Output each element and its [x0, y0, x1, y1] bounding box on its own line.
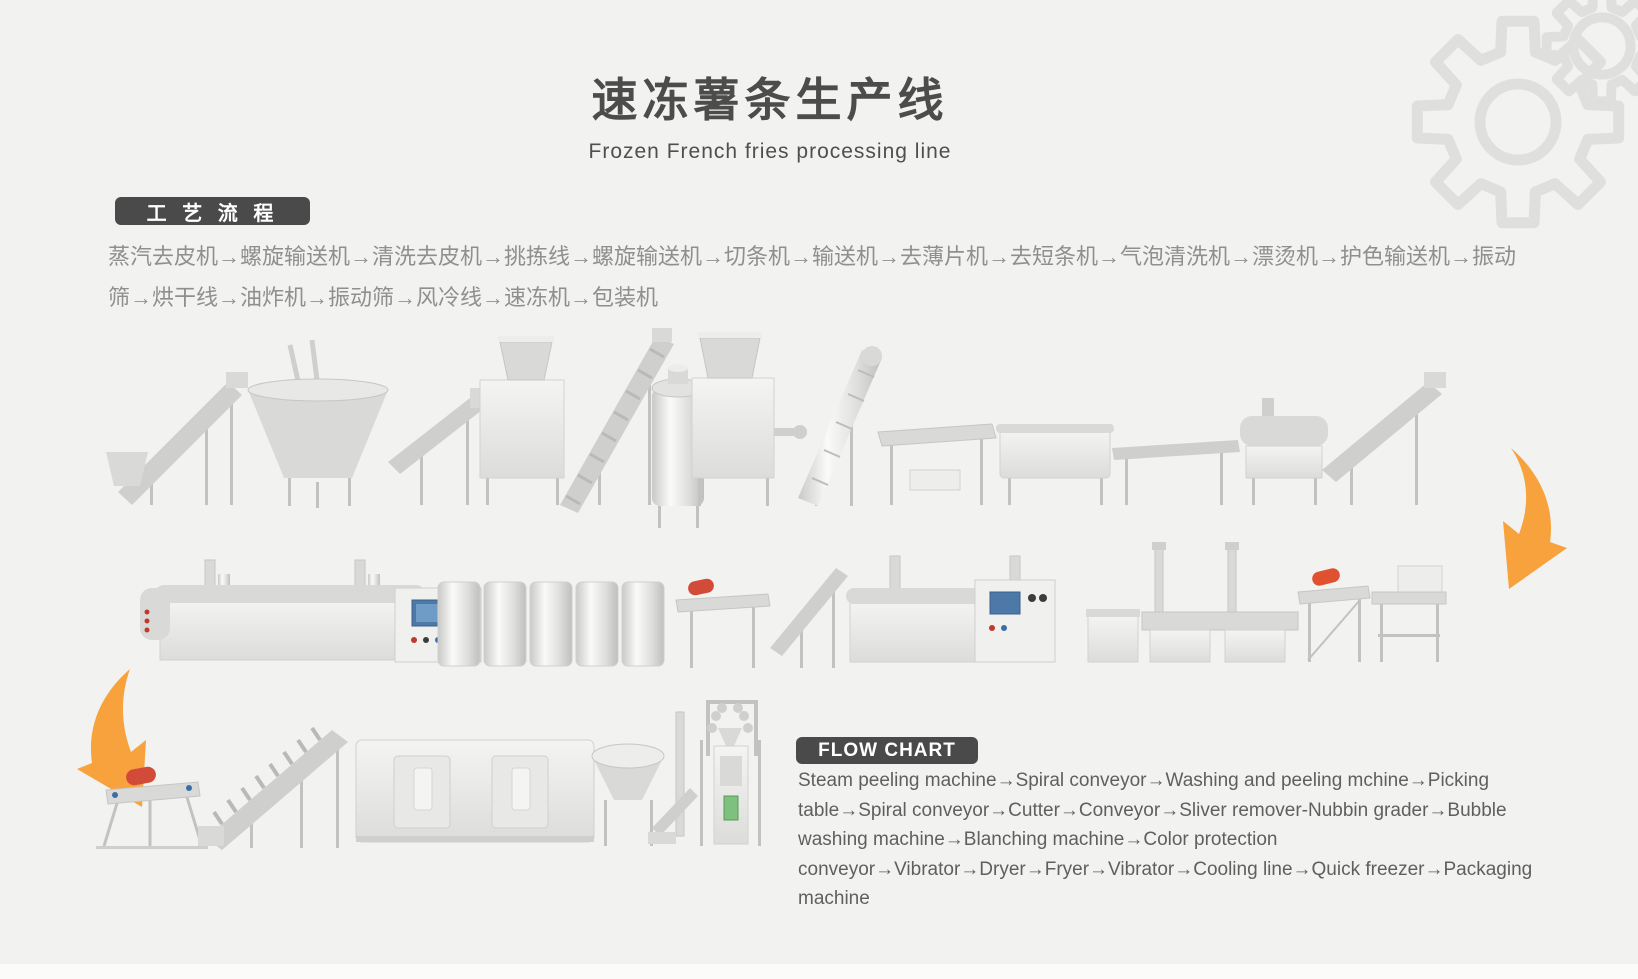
vibrator-conveyor [675, 578, 771, 668]
z-conveyor [648, 711, 698, 844]
curved-arrow-down-left-icon [1503, 448, 1567, 589]
flow-chart-text-en: Steam peeling machine→Spiral conveyor→Wa… [798, 770, 1533, 909]
control-cabinet [974, 579, 1056, 663]
process-flow-text-cn: 蒸汽去皮机→螺旋输送机→清洗去皮机→挑拣线→螺旋输送机→切条机→输送机→去薄片机… [108, 244, 1517, 310]
curved-arrow-down-right-icon [77, 669, 146, 807]
vibrator-machine [96, 766, 208, 849]
dryer-unit [1086, 609, 1140, 663]
fryer-infeed-conveyor [770, 568, 848, 668]
cooling-line [1141, 542, 1299, 663]
fryer-machine [846, 555, 1056, 663]
bubble-washing-machine [1240, 398, 1328, 505]
blanching-machine [140, 559, 482, 663]
process-flow-badge-cn: 工 艺 流 程 [115, 197, 310, 225]
flow-chart-badge-en: FLOW CHART [796, 737, 978, 764]
flat-conveyor-machine [1112, 440, 1240, 505]
gear-icon [1417, 0, 1638, 223]
washing-peeling-machine [479, 336, 565, 505]
vibrating-screen [1297, 568, 1371, 662]
page-title: 速冻薯条生产线 [591, 74, 949, 126]
outfeed-table [1371, 565, 1447, 662]
incline-conveyor-machine [106, 372, 248, 505]
picking-table [877, 423, 997, 505]
processing-line-top [106, 328, 1446, 528]
page-subtitle: Frozen French fries processing line [588, 140, 952, 163]
cutter-machine [691, 332, 807, 506]
processing-line-middle [140, 542, 1447, 668]
steam-peeling-machine [247, 339, 389, 508]
bottom-strip [0, 964, 1638, 979]
cleated-elevator-conveyor [560, 328, 674, 513]
header: 速冻薯条生产线 Frozen French fries processing l… [0, 64, 1540, 164]
color-protection-conveyor [437, 581, 665, 667]
packaging-machine [700, 700, 761, 846]
screw-conveyor-machine [798, 346, 882, 506]
hopper-bowl [591, 743, 665, 846]
quick-freezer-machine [355, 739, 595, 843]
processing-line-bottom [96, 700, 761, 850]
surge-tank-cylinder [651, 364, 705, 528]
sliver-remover-machine [996, 424, 1114, 505]
cooling-incline-conveyor [198, 726, 348, 850]
discharge-conveyor-machine [1322, 372, 1446, 505]
